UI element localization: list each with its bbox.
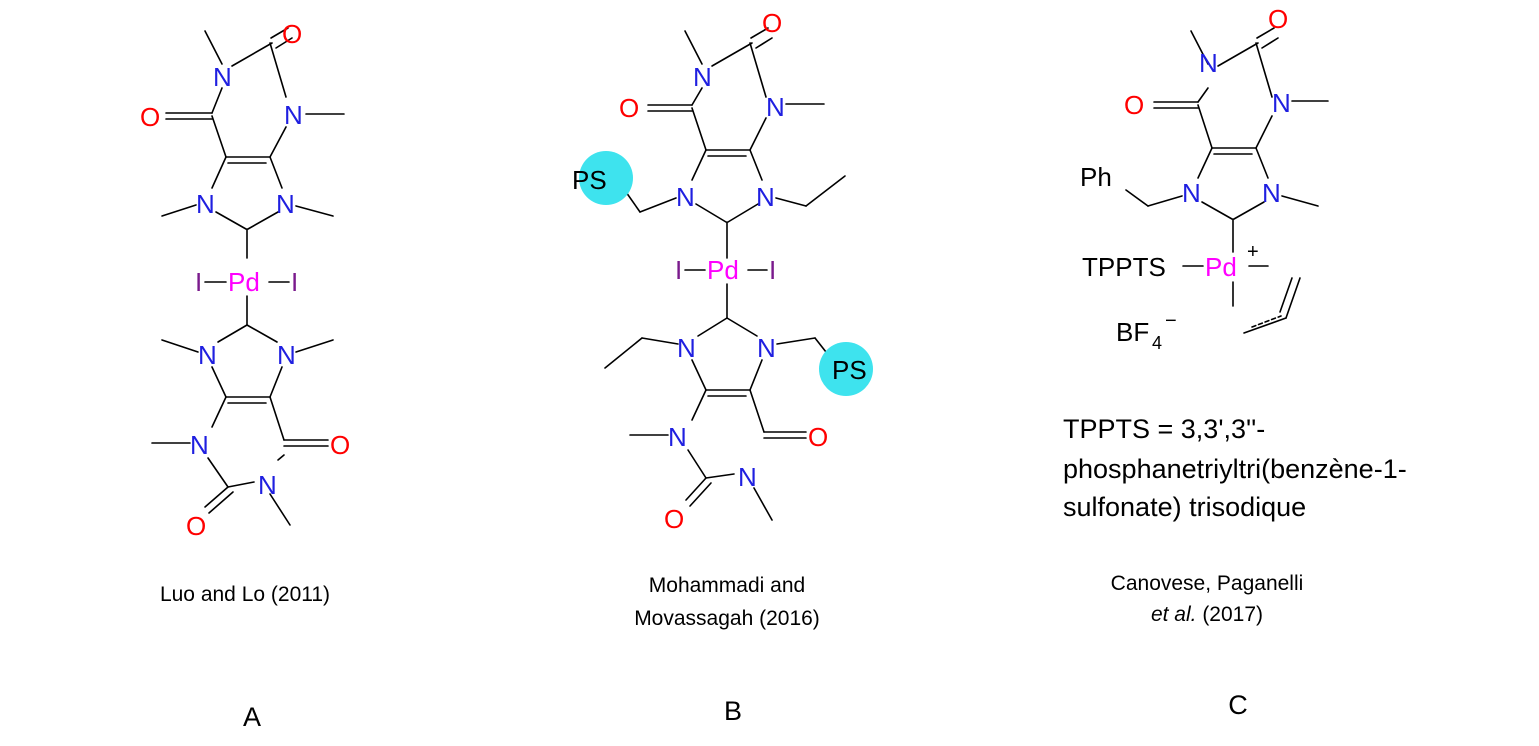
complex-b-o-carbonyl-right: O	[808, 422, 828, 452]
complex-b-o-carbonyl-top: O	[762, 8, 782, 38]
complex-c-citation-line1: Canovese, Paganelli	[1111, 572, 1304, 595]
complex-b-citation-line1: Mohammadi and	[649, 574, 805, 597]
complex-a-n9-lower: N	[277, 340, 296, 370]
complex-a-n7: N	[196, 189, 215, 219]
complex-b-polystyrene-bead-top	[579, 151, 633, 205]
complex-b-n9-lower: N	[757, 333, 776, 363]
complex-a-label: A	[243, 702, 261, 732]
complex-b-o-carbonyl-bottom: O	[664, 504, 684, 534]
complex-a-structure: N O N O N N I Pd I	[140, 19, 350, 732]
complex-b-structure: N O N O N N PS I Pd I	[572, 8, 873, 726]
complex-c-palladium-charge: +	[1247, 241, 1259, 263]
complex-c-tppts-definition-line3: sulfonate) trisodique	[1063, 492, 1306, 522]
complex-b-polystyrene-label-bottom: PS	[832, 355, 867, 385]
complex-b-n7-lower: N	[677, 333, 696, 363]
complex-a-n1-lower: N	[190, 430, 209, 460]
complex-b-n1: N	[693, 62, 712, 92]
complex-b-n7: N	[676, 182, 695, 212]
complex-a-o-carbonyl-right: O	[330, 430, 350, 460]
complex-c-citation-line2: et al. (2017)	[1151, 603, 1263, 626]
complex-a-o-carbonyl-top: O	[282, 19, 302, 49]
complex-a-upper-ligand-bonds	[161, 27, 345, 259]
complex-c-palladium: Pd	[1205, 252, 1237, 282]
complex-c-bf4: BF	[1116, 317, 1149, 347]
complex-a-n3-lower: N	[258, 470, 277, 500]
complex-a-n7-lower: N	[198, 340, 217, 370]
complex-b-upper-ligand-bonds	[625, 27, 846, 259]
complex-c-n7: N	[1182, 178, 1201, 208]
complex-b-n1-lower: N	[668, 422, 687, 452]
complex-c-allyl-ligand	[1232, 277, 1301, 334]
complex-c-n1: N	[1199, 48, 1218, 78]
complex-b-n3-lower: N	[738, 462, 757, 492]
complex-b-iodine-left: I	[675, 255, 682, 285]
complex-c-tppts-definition-line2: phosphanetriyltri(benzène-1-	[1063, 454, 1407, 484]
complex-c-tppts: TPPTS	[1082, 252, 1166, 282]
complex-c-n9: N	[1262, 178, 1281, 208]
complex-c-tppts-definition-line1: TPPTS = 3,3',3''-	[1063, 414, 1265, 444]
complex-c-n3: N	[1272, 88, 1291, 118]
complex-b-iodine-right: I	[769, 255, 776, 285]
complex-c-phenyl: Ph	[1080, 162, 1112, 192]
complex-a-o-carbonyl-left: O	[140, 102, 160, 132]
complex-a-o-carbonyl-bottom: O	[186, 511, 206, 541]
complex-c-structure: N O N O N N Ph TPPTS Pd + BF 4 − TPPTS =…	[1063, 4, 1407, 720]
complex-a-n3: N	[284, 100, 303, 130]
complex-c-bf4-charge: −	[1165, 310, 1177, 332]
complex-c-o-carbonyl-top: O	[1268, 4, 1288, 34]
complex-a-iodine-right: I	[291, 267, 298, 297]
complex-b-lower-ligand-bonds	[604, 283, 827, 521]
complex-b-o-carbonyl-left: O	[619, 93, 639, 123]
complex-b-n3: N	[766, 92, 785, 122]
complex-a-citation: Luo and Lo (2011)	[160, 583, 330, 606]
complex-c-label: C	[1228, 690, 1248, 720]
complex-b-palladium: Pd	[707, 255, 739, 285]
complex-b-polystyrene-label-top: PS	[572, 165, 607, 195]
complex-c-bf4-subscript: 4	[1152, 333, 1162, 353]
complex-a-lower-ligand-bonds	[151, 295, 334, 526]
complex-a-iodine-left: I	[195, 267, 202, 297]
complex-b-label: B	[724, 696, 742, 726]
complex-c-ligand-bonds	[1125, 27, 1329, 253]
complex-b-polystyrene-bead-bottom	[819, 342, 873, 396]
complex-a-n1: N	[213, 62, 232, 92]
complex-c-citation-year: (2017)	[1196, 603, 1263, 626]
complex-a-n9: N	[276, 189, 295, 219]
complex-a-palladium: Pd	[228, 267, 260, 297]
complex-c-o-carbonyl-left: O	[1124, 90, 1144, 120]
complex-c-citation-et-al: et al.	[1151, 603, 1197, 626]
complex-b-n9: N	[756, 182, 775, 212]
complex-b-citation-line2: Movassagah (2016)	[634, 607, 820, 630]
